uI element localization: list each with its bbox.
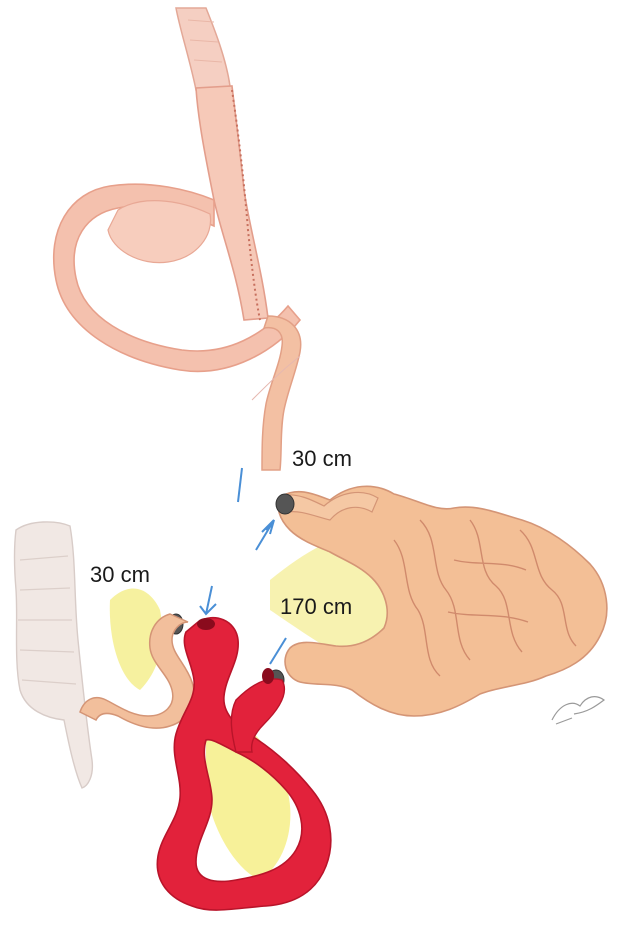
upper-limb-length-label: 30 cm [292,446,352,472]
artist-signature [552,697,604,724]
excluded-limb-opening [197,618,215,630]
bowel-opening-upper [276,494,294,514]
gastric-fundus [108,201,211,263]
colon [15,522,93,788]
right-anastomosis-marker [270,638,286,664]
excluded-limb-opening-right [262,668,274,684]
left-limb-length-label: 30 cm [90,562,150,588]
upper-anastomosis-arrow [256,520,274,550]
upper-transection-marker [238,468,242,502]
left-anastomosis-arrow [200,586,216,614]
right-limb-length-label: 170 cm [280,594,352,620]
esophagus [176,8,230,90]
